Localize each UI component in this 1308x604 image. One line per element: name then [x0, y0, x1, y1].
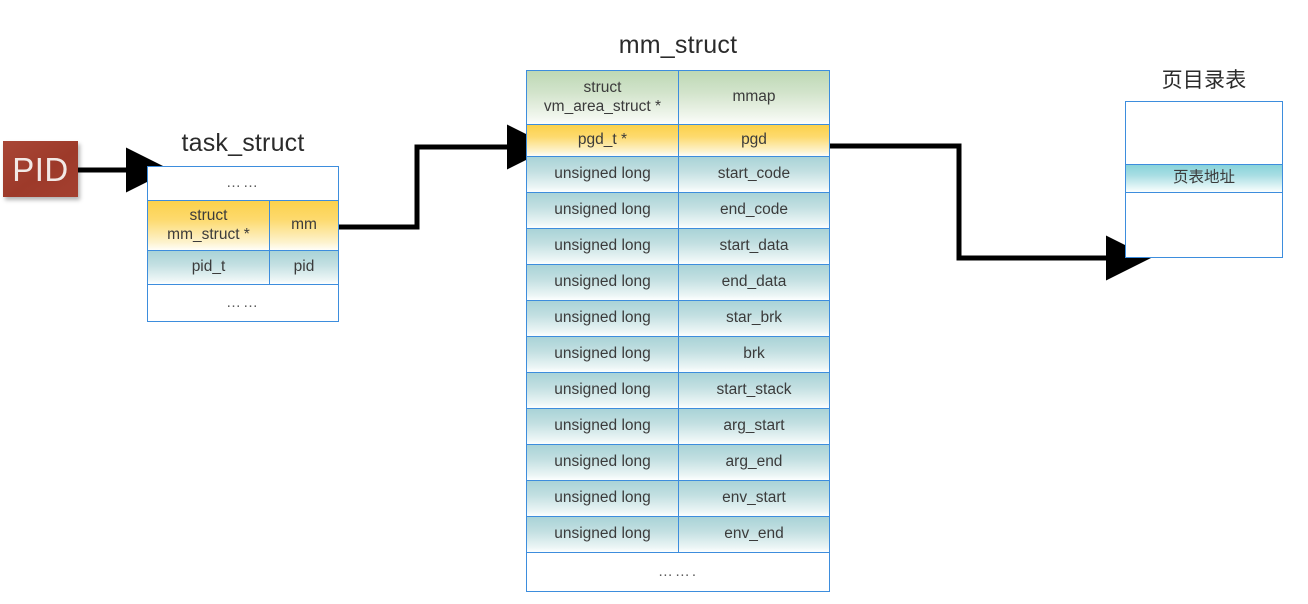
field-name-cell: env_start	[679, 481, 829, 516]
field-name-cell: end_data	[679, 265, 829, 300]
field-type-cell: pid_t	[148, 251, 270, 284]
field-name-cell: star_brk	[679, 301, 829, 336]
field-name-cell: arg_end	[679, 445, 829, 480]
field-type-cell: unsigned long	[527, 517, 679, 552]
ellipsis-cell: …….	[527, 553, 829, 591]
page-directory-title: 页目录表	[1161, 69, 1247, 92]
field-name-cell: mmap	[679, 71, 829, 124]
page-directory-table: 页表地址	[1125, 101, 1283, 258]
arrow-mm-to-mm-struct	[338, 124, 552, 230]
empty-cell	[1126, 102, 1282, 164]
empty-cell	[1126, 193, 1282, 257]
field-name-cell: arg_start	[679, 409, 829, 444]
field-type-cell: unsigned long	[527, 445, 679, 480]
field-name-cell: brk	[679, 337, 829, 372]
field-type-cell: unsigned long	[527, 193, 679, 228]
pid-label: PID	[12, 150, 69, 188]
field-type-cell: unsigned long	[527, 373, 679, 408]
field-name-cell: pid	[270, 251, 338, 284]
ellipsis-cell: ……	[148, 167, 338, 200]
field-name-cell: start_code	[679, 157, 829, 192]
table-row: pgd_t *pgd	[527, 125, 829, 157]
table-row	[1126, 102, 1282, 165]
ellipsis-cell: ……	[148, 285, 338, 321]
table-row: …….	[527, 553, 829, 591]
field-type-cell: unsigned long	[527, 265, 679, 300]
field-name-cell: env_end	[679, 517, 829, 552]
mm-struct-title: mm_struct	[618, 31, 738, 59]
field-type-cell: unsigned long	[527, 157, 679, 192]
table-row: ……	[148, 285, 338, 321]
field-type-cell: unsigned long	[527, 229, 679, 264]
field-name-cell: mm	[270, 201, 338, 250]
field-name-cell: end_code	[679, 193, 829, 228]
field-type-cell: unsigned long	[527, 337, 679, 372]
field-type-cell: pgd_t *	[527, 125, 679, 156]
field-type-cell: unsigned long	[527, 301, 679, 336]
field-type-cell: unsigned long	[527, 409, 679, 444]
table-row: ……	[148, 167, 338, 201]
field-name-cell: start_stack	[679, 373, 829, 408]
field-type-cell: unsigned long	[527, 481, 679, 516]
pid-box: PID	[3, 141, 78, 197]
arrow-pgd-to-page-directory	[830, 143, 1151, 281]
field-name-cell: start_data	[679, 229, 829, 264]
field-name-cell: pgd	[679, 125, 829, 156]
table-row: 页表地址	[1126, 165, 1282, 193]
entry-cell: 页表地址	[1126, 165, 1282, 192]
task-struct-title: task_struct	[181, 129, 305, 157]
table-row	[1126, 193, 1282, 257]
